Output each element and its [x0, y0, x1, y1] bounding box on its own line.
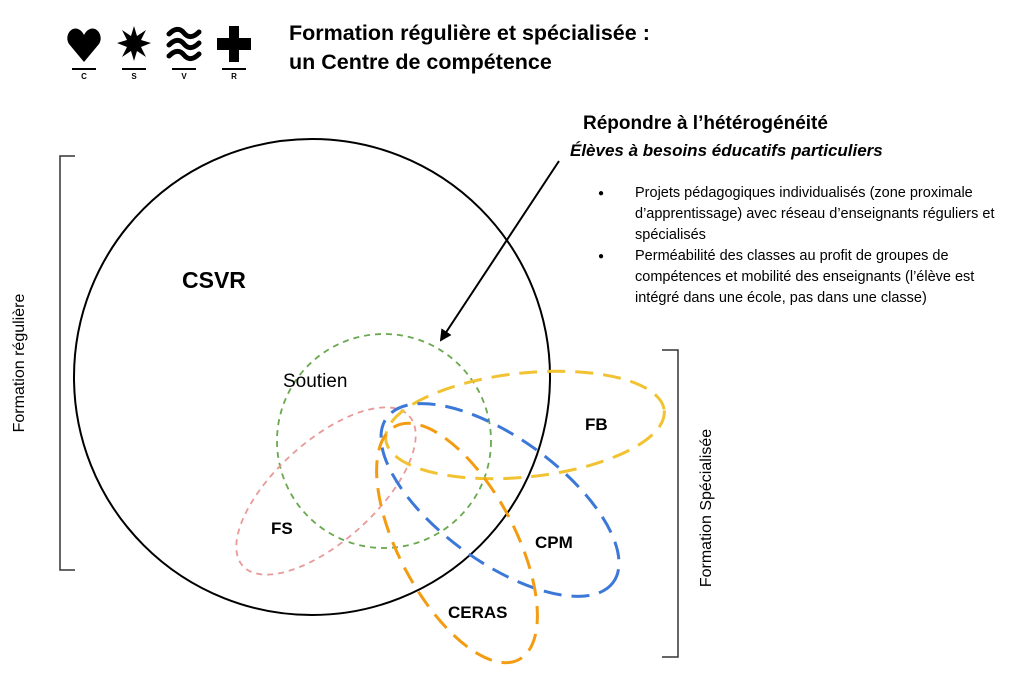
ceras-ellipse — [375, 421, 539, 665]
logo-letter-r: R — [231, 72, 237, 81]
bullet-item: Projets pédagogiques individualisés (zon… — [598, 183, 1008, 246]
fb-label: FB — [585, 415, 608, 434]
formation-specialisee-label: Formation Spécialisée — [698, 428, 715, 588]
left-bracket — [59, 155, 75, 571]
logo-underline — [72, 68, 96, 70]
page-title: Formation régulière et spécialisée : un … — [289, 19, 650, 77]
logo-letter-c: C — [81, 72, 87, 81]
csvr-logo: C S V R — [66, 24, 256, 86]
cpm-label: CPM — [535, 533, 573, 552]
waves-icon — [166, 26, 202, 62]
right-bracket — [662, 349, 679, 658]
callout-subtitle: Élèves à besoins éducatifs particuliers — [570, 141, 883, 160]
title-line-2: un Centre de compétence — [289, 50, 552, 74]
star-burst-icon — [117, 26, 151, 61]
cross-icon — [217, 26, 251, 62]
callout-title: Répondre à l’hétérogénéité — [583, 113, 828, 134]
formation-reguliere-label: Formation régulière — [11, 293, 28, 433]
logo-underline — [122, 68, 146, 70]
bullet-item: Perméabilité des classes au profit de gr… — [598, 246, 1008, 309]
csvr-label: CSVR — [182, 267, 246, 293]
ceras-label: CERAS — [448, 603, 508, 622]
logo-letter-s: S — [131, 72, 137, 81]
soutien-label: Soutien — [283, 371, 348, 392]
csvr-circle — [73, 138, 551, 616]
cpm-ellipse — [379, 402, 621, 598]
heart-icon — [67, 28, 101, 62]
fs-label: FS — [271, 519, 293, 538]
soutien-circle — [276, 333, 492, 549]
logo-underline — [172, 68, 196, 70]
callout-arrow — [439, 160, 560, 342]
fb-ellipse — [384, 369, 666, 481]
title-line-1: Formation régulière et spécialisée : — [289, 21, 650, 45]
logo-underline — [222, 68, 246, 70]
callout-bullets: Projets pédagogiques individualisés (zon… — [598, 183, 1008, 309]
fs-ellipse — [235, 406, 417, 576]
logo-letter-v: V — [181, 72, 187, 81]
